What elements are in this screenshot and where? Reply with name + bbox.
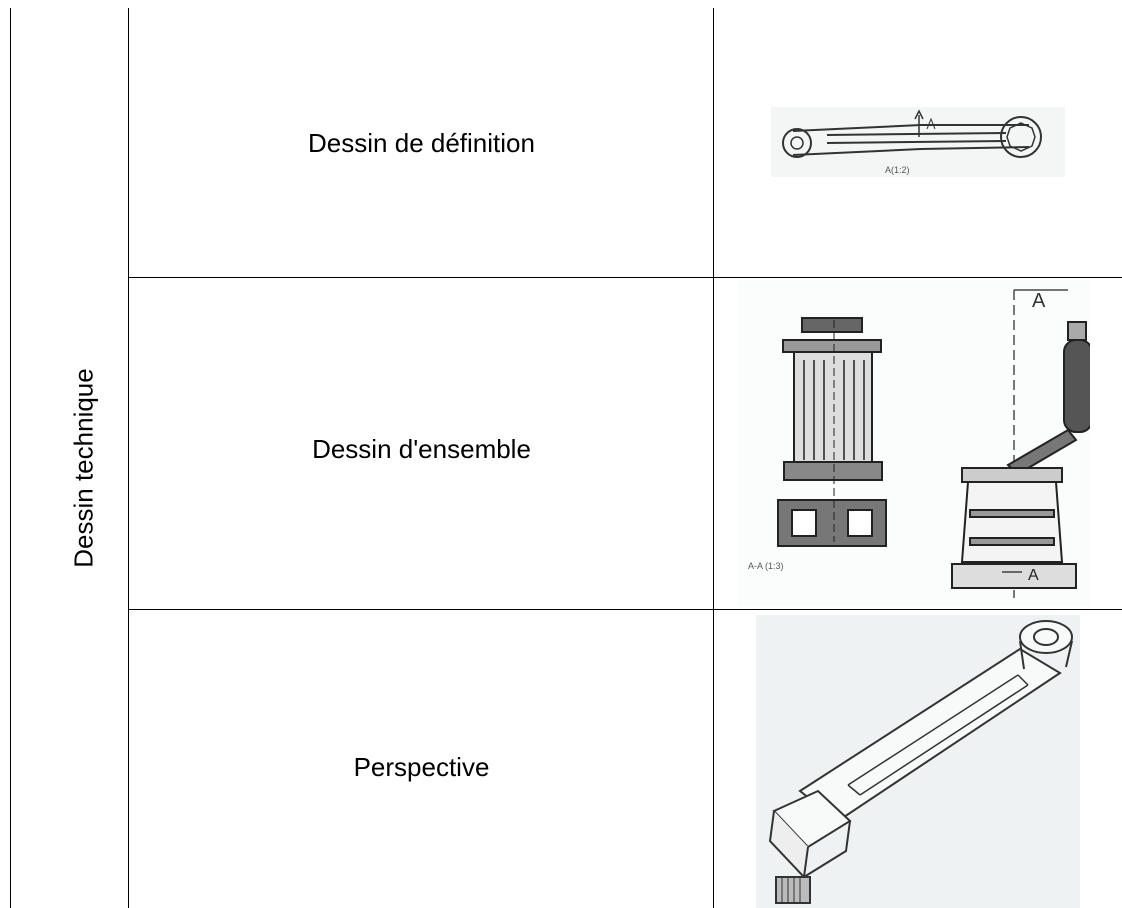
table-border-category bbox=[128, 8, 129, 908]
assembly-drawing-image: A A-A (1:3) A bbox=[738, 280, 1090, 606]
row-divider-2 bbox=[128, 609, 1122, 610]
assembly-drawing-caption: A-A (1:3) bbox=[748, 561, 784, 571]
row-label-assembly: Dessin d'ensemble bbox=[312, 434, 531, 464]
svg-text:A: A bbox=[1028, 567, 1039, 584]
definition-drawing-image: A(1:2) bbox=[771, 107, 1065, 177]
table-border-middle bbox=[713, 8, 714, 908]
row-label-perspective: Perspective bbox=[353, 752, 490, 782]
perspective-drawing-image bbox=[756, 615, 1080, 908]
row-label-definition: Dessin de définition bbox=[308, 128, 535, 158]
category-label: Dessin technique bbox=[68, 368, 99, 568]
section-marker-label: A bbox=[1032, 290, 1046, 312]
definition-drawing-caption: A(1:2) bbox=[885, 165, 910, 175]
row-divider-1 bbox=[128, 277, 1122, 278]
table-border-left bbox=[10, 8, 11, 908]
